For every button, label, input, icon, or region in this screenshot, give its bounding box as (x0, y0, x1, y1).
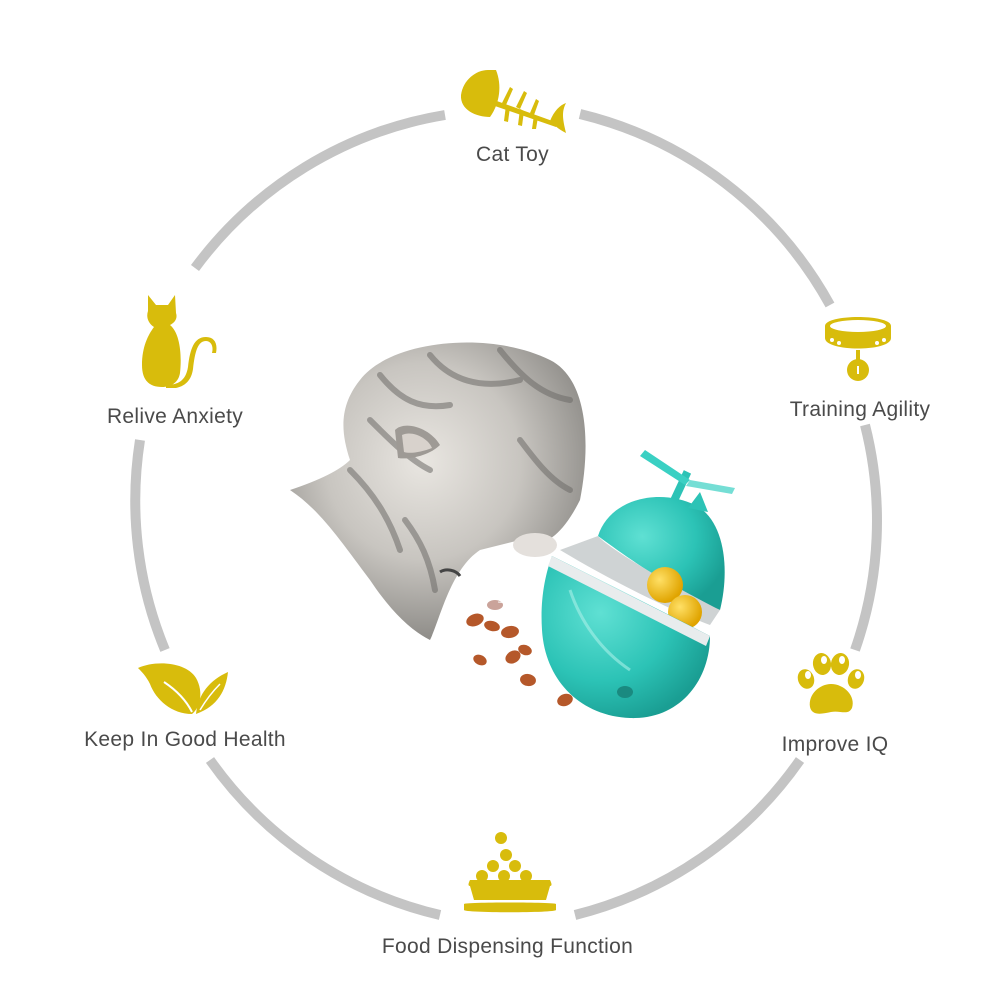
leaf-icon (138, 663, 228, 714)
fish-bone-icon (460, 70, 566, 133)
feature-food-dispensing: Food Dispensing Function (345, 935, 670, 959)
sitting-cat-icon (142, 295, 217, 388)
feature-training-agility: Training Agility (765, 398, 955, 422)
feature-label: Training Agility (789, 398, 931, 421)
paw-print-icon (797, 653, 865, 714)
feature-improve-iq: Improve IQ (765, 733, 905, 757)
food-bowl-icon (464, 832, 556, 913)
tumbler-toy (541, 450, 735, 719)
feature-keep-good-health: Keep In Good Health (55, 728, 315, 752)
feature-label: Improve IQ (781, 733, 889, 756)
feature-label: Cat Toy (476, 143, 549, 166)
collar-icon (825, 317, 891, 381)
feature-label: Food Dispensing Function (381, 935, 634, 958)
feature-label: Relive Anxiety (106, 405, 244, 428)
feature-relive-anxiety: Relive Anxiety (85, 405, 265, 429)
feature-label: Keep In Good Health (84, 728, 286, 751)
feature-cat-toy: Cat Toy (420, 143, 605, 167)
product-photo (290, 342, 735, 719)
cat-image (290, 342, 586, 640)
